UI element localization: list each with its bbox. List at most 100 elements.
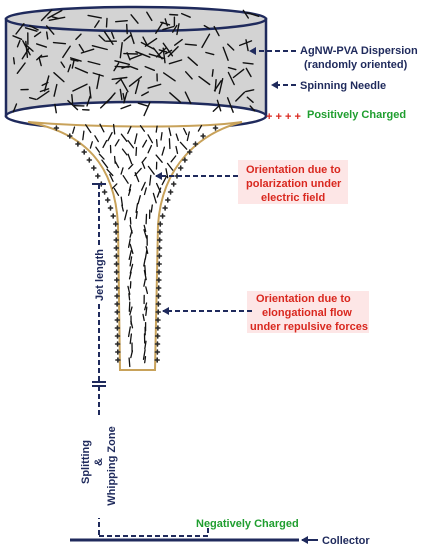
oriented-nanowire [143,278,146,287]
flow-label-group: Orientation due to elongational flow und… [162,291,369,333]
oriented-nanowire [99,123,105,133]
random-nanowire [164,49,173,55]
random-nanowire [245,39,249,52]
oriented-nanowire [175,145,179,155]
random-nanowire [74,66,89,74]
random-nanowire [201,33,211,49]
random-nanowire [143,101,151,117]
oriented-nanowire [111,183,118,189]
oriented-nanowire [127,153,133,165]
oriented-nanowire [145,286,149,295]
oriented-nanowire [143,224,147,233]
oriented-nanowire [145,306,148,317]
random-nanowire [213,80,222,92]
random-nanowire [94,20,100,28]
ampersand-label: & [93,458,105,466]
oriented-nanowire [129,217,132,225]
oriented-nanowire [134,133,138,145]
oriented-nanowire [142,349,146,360]
random-nanowire [244,89,255,93]
oriented-nanowire [128,271,132,280]
oriented-nanowire [128,301,131,312]
splitting-label: Splitting [80,440,92,484]
jet-nanowires [72,123,203,368]
oriented-nanowire [141,161,146,169]
random-nanowire [246,11,260,17]
random-nanowire [162,47,166,64]
oriented-nanowire [144,250,148,260]
random-nanowire [144,37,158,47]
needle-label-group: Spinning Needle [271,80,386,92]
oriented-nanowire [102,139,108,149]
random-nanowire [242,62,254,65]
random-nanowire [67,99,79,111]
random-nanowire [211,68,214,77]
oriented-nanowire [112,123,116,135]
oriented-nanowire [101,159,109,169]
random-nanowire [180,12,191,18]
needle-label: Spinning Needle [300,80,386,92]
oriented-nanowire [94,135,99,143]
oriented-nanowire [143,187,147,196]
random-nanowire [75,33,82,41]
random-nanowire [36,90,50,100]
random-nanowire [53,83,58,97]
random-nanowire [62,45,71,59]
random-nanowire [120,104,132,110]
random-nanowire [114,60,131,66]
oriented-nanowire [128,293,131,301]
oriented-nanowire [128,250,132,261]
random-nanowire [71,59,75,69]
random-nanowire [140,41,155,50]
random-nanowire [47,9,63,19]
random-nanowire [198,75,211,86]
random-nanowire [16,39,21,48]
oriented-nanowire [179,141,188,150]
oriented-nanowire [127,238,131,248]
random-nanowire [187,56,199,67]
random-nanowire [213,25,220,37]
oriented-nanowire [144,340,147,350]
random-nanowire [173,38,183,46]
random-nanowire [87,14,103,19]
oriented-nanowire [156,187,162,198]
oriented-nanowire [120,167,124,175]
oriented-nanowire [135,210,138,220]
oriented-nanowire [135,203,139,214]
polarization-line2: polarization under [246,178,342,190]
oriented-nanowire [161,146,166,156]
random-nanowire [12,103,18,113]
random-nanowires [12,9,260,117]
oriented-nanowire [130,350,134,359]
random-nanowire [148,53,166,60]
random-nanowire [128,76,143,87]
random-nanowire [46,25,55,35]
random-nanowire [33,31,42,38]
oriented-nanowire [168,138,171,150]
oriented-nanowire [109,173,114,183]
oriented-nanowire [147,165,155,175]
random-nanowire [126,52,131,61]
oriented-nanowire [127,285,131,295]
oriented-nanowire [107,131,113,142]
oriented-nanowire [143,258,146,267]
random-nanowire [162,42,174,57]
random-nanowire [169,13,179,16]
random-nanowire [29,25,39,31]
random-nanowire [171,24,178,33]
random-nanowire [115,78,122,85]
negative-label: Negatively Charged [196,518,299,530]
random-nanowire [176,23,180,36]
random-nanowire [238,40,253,47]
flow-label-bg [247,291,369,333]
cylinder-top [4,5,268,33]
random-nanowire [105,92,116,104]
positive-label: Positively Charged [307,109,406,121]
random-nanowire [205,51,215,56]
oriented-nanowire [114,160,120,169]
oriented-nanowire [129,306,133,316]
random-nanowire [38,55,49,58]
random-nanowire [249,105,256,112]
oriented-nanowire [166,162,174,171]
random-nanowire [222,46,229,61]
